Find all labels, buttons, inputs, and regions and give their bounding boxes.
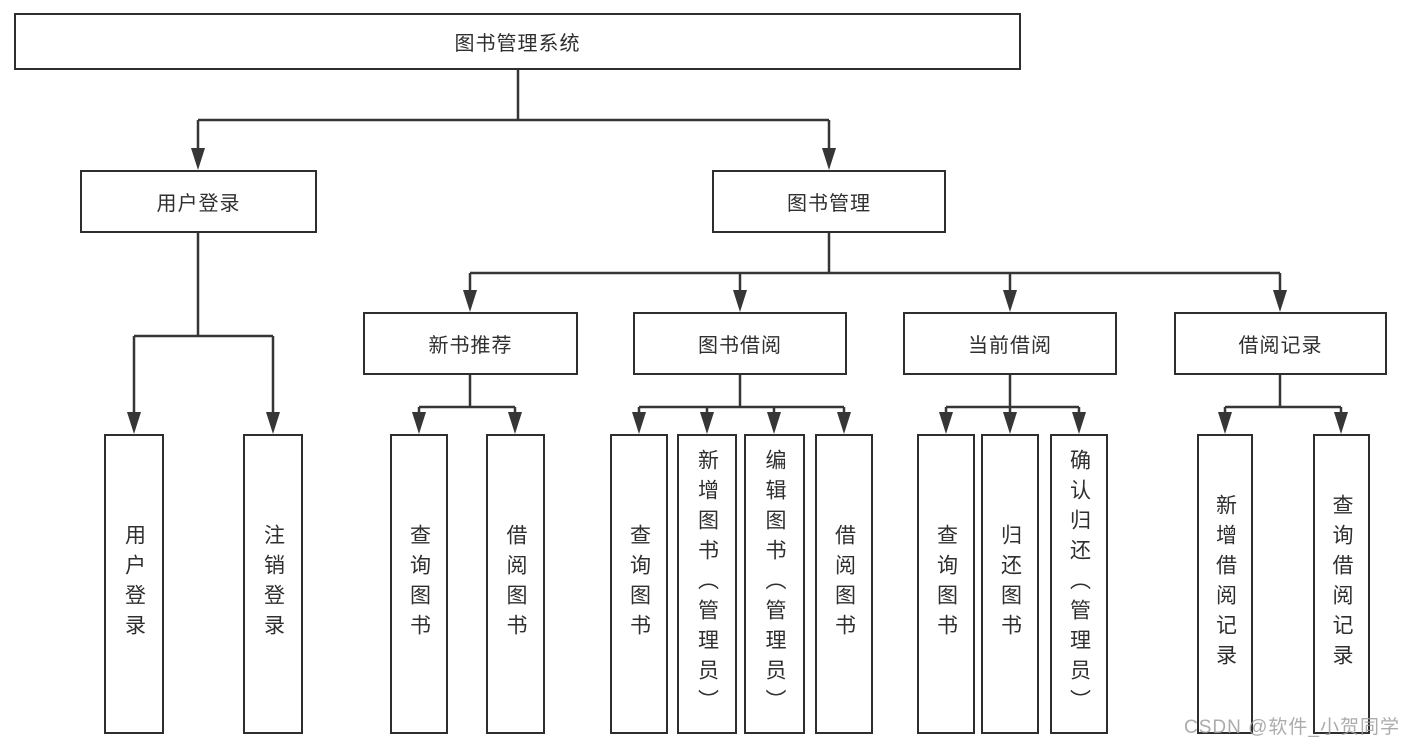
- arrowhead-icon: [1003, 412, 1017, 434]
- leaf-logout-login: 注销登录: [243, 434, 303, 734]
- node-new-book-recommendation-label: 新书推荐: [428, 335, 513, 357]
- leaf-borrow-books-1-label: 借阅图书: [504, 524, 527, 644]
- leaf-query-books-2-label: 查询图书: [627, 524, 651, 644]
- leaf-confirm-return-admin-label: 确认归还（管理员）: [1067, 449, 1091, 719]
- arrowhead-icon: [127, 412, 141, 434]
- leaf-return-books-label: 归还图书: [998, 524, 1022, 644]
- leaf-query-borrow-record: 查询借阅记录: [1313, 434, 1370, 734]
- arrowhead-icon: [1218, 412, 1232, 434]
- arrowhead-icon: [767, 412, 781, 434]
- arrowhead-icon: [266, 412, 280, 434]
- arrowhead-icon: [1072, 412, 1086, 434]
- arrowhead-icon: [1003, 290, 1017, 312]
- leaf-confirm-return-admin: 确认归还（管理员）: [1050, 434, 1108, 734]
- arrowhead-icon: [412, 412, 426, 434]
- leaf-query-books-3-label: 查询图书: [934, 524, 958, 644]
- leaf-query-books-2: 查询图书: [610, 434, 668, 734]
- leaf-user-login-label: 用户登录: [122, 524, 146, 644]
- node-book-borrowing: 图书借阅: [633, 312, 847, 375]
- leaf-add-borrow-record-label: 新增借阅记录: [1213, 494, 1237, 674]
- connector-borrowing-records-to-leaves: [1218, 375, 1348, 434]
- node-user-login-label: 用户登录: [156, 193, 241, 215]
- arrowhead-icon: [632, 412, 646, 434]
- node-user-login: 用户登录: [80, 170, 317, 233]
- node-borrowing-records: 借阅记录: [1174, 312, 1387, 375]
- leaf-borrow-books-1: 借阅图书: [486, 434, 545, 734]
- leaf-query-books-3: 查询图书: [917, 434, 975, 734]
- node-borrowing-records-label: 借阅记录: [1238, 335, 1323, 357]
- leaf-borrow-books-2: 借阅图书: [815, 434, 873, 734]
- arrowhead-icon: [939, 412, 953, 434]
- node-current-borrowing-label: 当前借阅: [968, 335, 1052, 357]
- arrowhead-icon: [1334, 412, 1348, 434]
- connector-root-to-level2: [191, 70, 836, 170]
- connector-current-borrowing-to-leaves: [939, 375, 1086, 434]
- connector-book-management-to-level3: [463, 233, 1287, 312]
- connector-user-login-to-leaves: [127, 233, 280, 434]
- arrowhead-icon: [191, 148, 205, 170]
- node-root: 图书管理系统: [14, 13, 1021, 70]
- node-new-book-recommendation: 新书推荐: [363, 312, 578, 375]
- leaf-add-books-admin-label: 新增图书（管理员）: [695, 449, 719, 719]
- node-current-borrowing: 当前借阅: [903, 312, 1117, 375]
- leaf-edit-books-admin-label: 编辑图书（管理员）: [763, 449, 786, 719]
- node-book-management: 图书管理: [712, 170, 946, 233]
- arrowhead-icon: [837, 412, 851, 434]
- arrowhead-icon: [733, 290, 747, 312]
- arrowhead-icon: [508, 412, 522, 434]
- csdn-watermark: CSDN @软件_小贺同学: [1184, 717, 1400, 738]
- arrowhead-icon: [700, 412, 714, 434]
- leaf-user-login: 用户登录: [104, 434, 164, 734]
- node-root-label: 图书管理系统: [454, 33, 581, 55]
- node-book-borrowing-label: 图书借阅: [698, 335, 782, 357]
- leaf-borrow-books-2-label: 借阅图书: [832, 524, 856, 644]
- leaf-add-books-admin: 新增图书（管理员）: [677, 434, 737, 734]
- leaf-query-books-1: 查询图书: [390, 434, 448, 734]
- connector-new-book-recommendation-to-leaves: [412, 375, 522, 434]
- leaf-query-borrow-record-label: 查询借阅记录: [1330, 494, 1353, 674]
- arrowhead-icon: [463, 290, 477, 312]
- leaf-query-books-1-label: 查询图书: [407, 524, 431, 644]
- node-book-management-label: 图书管理: [787, 193, 871, 215]
- leaf-logout-login-label: 注销登录: [261, 524, 285, 644]
- leaf-edit-books-admin: 编辑图书（管理员）: [744, 434, 805, 734]
- arrowhead-icon: [1273, 290, 1287, 312]
- leaf-add-borrow-record: 新增借阅记录: [1197, 434, 1253, 734]
- connector-book-borrowing-to-leaves: [632, 375, 851, 434]
- leaf-return-books: 归还图书: [981, 434, 1039, 734]
- arrowhead-icon: [822, 148, 836, 170]
